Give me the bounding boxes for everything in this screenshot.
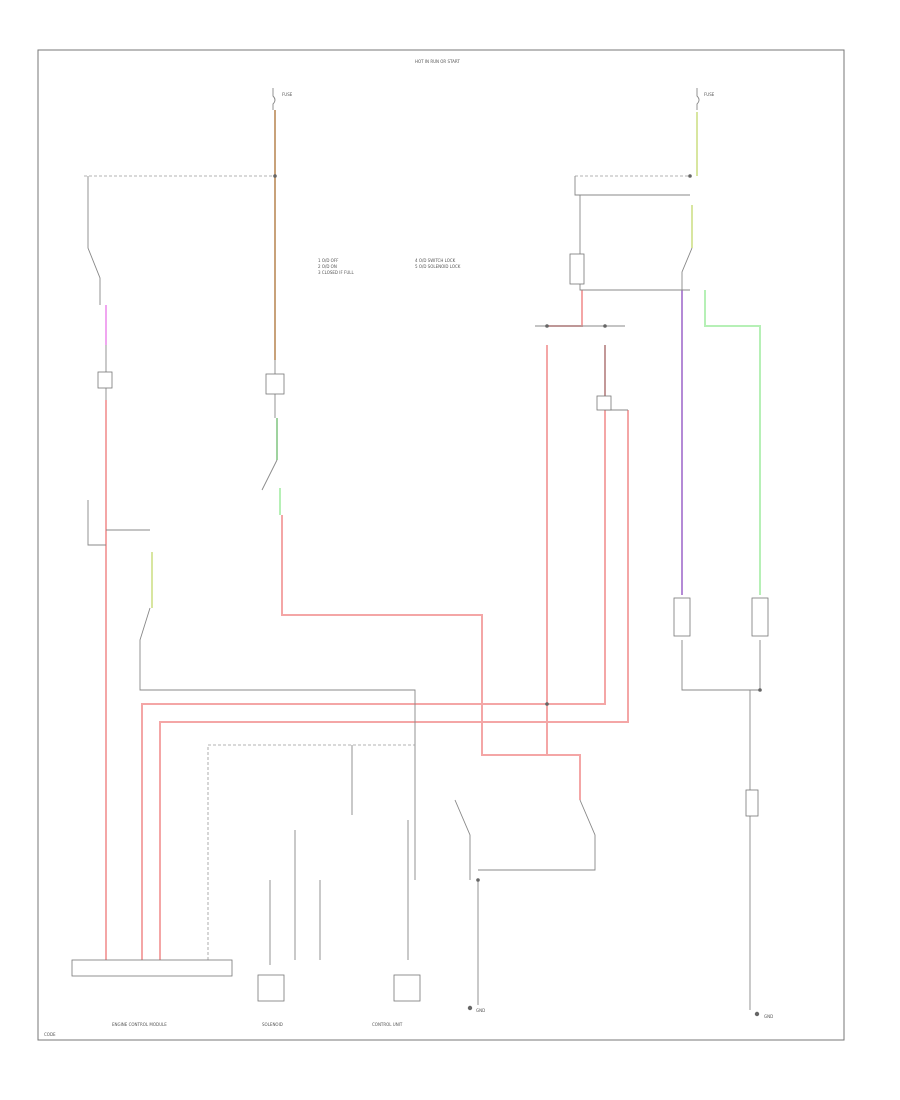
gray-bottom-grid [269,745,409,965]
gray-mid-contact [261,459,278,491]
solenoid-right [751,597,769,637]
wire-pink-top-right [547,290,583,327]
label-control-unit: CONTROL UNIT [372,1022,403,1027]
legend-1: 1 O/D OFF [318,258,339,263]
gray-right-switch [681,247,693,290]
sensor-right [745,789,759,817]
wire-pink-mid [281,515,581,770]
relay-mid [265,373,285,395]
junction-dot [688,174,692,178]
relay-right [569,253,585,285]
connector-block [71,959,233,977]
gray-dashed-box [207,744,415,965]
module-box-b [393,974,421,1002]
wire-light-green [704,290,761,595]
ground-point-a [467,1005,473,1011]
legend-5: 5 O/D SOLENOID LOCK [415,264,461,269]
label-code: CODE [44,1032,56,1037]
fuse-right-symbol [696,88,700,110]
label-fuse-right: FUSE [704,92,715,97]
legend-4: 4 O/D SWITCH LOCK [415,258,456,263]
gray-right-relay-box [574,176,690,291]
label-ecm: ENGINE CONTROL MODULE [112,1022,167,1027]
junction-dot [603,324,607,328]
module-box-a [257,974,285,1002]
legend-3: 3 CLOSED IF FULL [318,270,354,275]
legend-2: 2 O/D ON [318,264,337,269]
label-fuse-left: FUSE [282,92,293,97]
gray-left-switch-b [139,607,416,880]
junction-dot [476,878,480,882]
wire-pink-loop-b [159,410,629,965]
junction-dot [758,688,762,692]
relay-right-mid [596,395,612,411]
label-top-center: HOT IN RUN OR START [415,59,460,64]
label-solenoid: SOLENOID [262,1022,283,1027]
junction-dot [545,324,549,328]
diagram-frame [37,49,845,1041]
relay-left [97,371,113,389]
ground-point-b [754,1011,760,1017]
solenoid-left [673,597,691,637]
fuse-left-symbol [272,88,276,110]
wire-pink-loop-a [141,345,606,965]
junction-dot [273,174,277,178]
gray-left-switch [87,210,101,305]
label-gnd-2: GND [764,1014,773,1019]
junction-dot [545,702,549,706]
gray-right-lower [681,640,761,691]
gray-left-relay-box [87,500,150,546]
label-gnd-1: GND [476,1008,485,1013]
gray-bottom-right [454,799,596,1005]
